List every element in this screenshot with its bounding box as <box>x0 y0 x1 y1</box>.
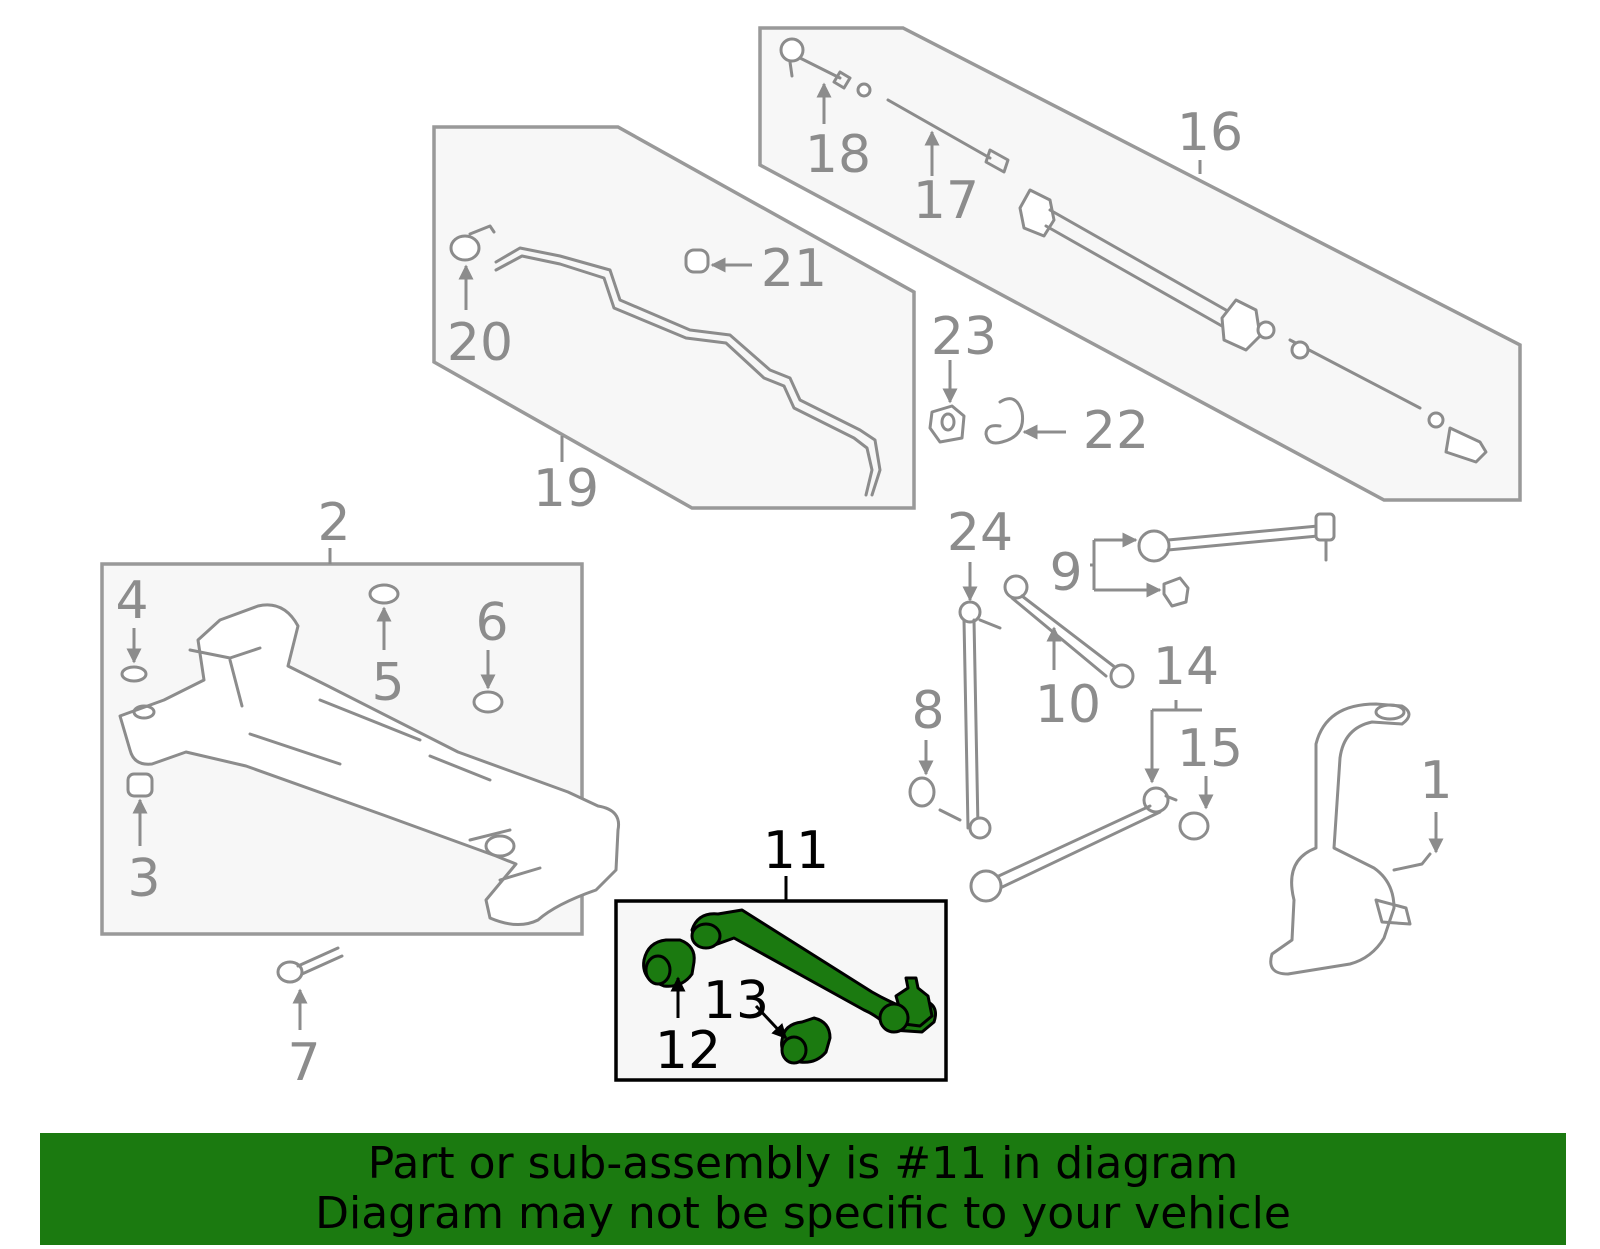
part-21-bushing[interactable] <box>684 248 752 274</box>
part-3-nut[interactable] <box>126 772 154 846</box>
part-13-bushing[interactable] <box>754 1004 832 1065</box>
part-1-knuckle[interactable] <box>1269 702 1444 976</box>
callout-17[interactable]: 17 <box>913 171 979 231</box>
callout-24[interactable]: 24 <box>947 503 1013 563</box>
callout-13[interactable]: 13 <box>703 971 769 1031</box>
part-9-lateral-link[interactable] <box>1090 512 1336 608</box>
callout-16[interactable]: 16 <box>1177 103 1243 163</box>
part-6-plug[interactable] <box>472 650 504 714</box>
callout-15[interactable]: 15 <box>1177 719 1243 779</box>
group-box-11 <box>614 876 948 1082</box>
callout-18[interactable]: 18 <box>805 125 871 185</box>
callout-22[interactable]: 22 <box>1083 401 1149 461</box>
part-14-lower-link[interactable] <box>969 700 1202 903</box>
banner-line-1: Part or sub-assembly is #11 in diagram <box>367 1138 1239 1189</box>
part-8-bushing[interactable] <box>908 740 936 808</box>
callout-3[interactable]: 3 <box>127 849 160 909</box>
callout-labels: 1 2 3 4 5 6 7 8 9 10 11 12 13 14 15 16 1… <box>115 103 1452 1093</box>
part-5-plug[interactable] <box>368 583 400 650</box>
info-banner: Part or sub-assembly is #11 in diagram D… <box>40 1133 1566 1245</box>
part-17-inner-tie-rod[interactable] <box>886 98 1010 176</box>
part-24-stabilizer-link[interactable] <box>938 562 1002 840</box>
callout-11[interactable]: 11 <box>763 821 829 881</box>
part-15-bushing[interactable] <box>1178 776 1214 841</box>
part-12-bushing[interactable] <box>642 938 696 1018</box>
part-20-bushing-clamp[interactable] <box>449 224 496 310</box>
callout-14[interactable]: 14 <box>1153 637 1219 697</box>
callout-9[interactable]: 9 <box>1049 543 1082 603</box>
callout-10[interactable]: 10 <box>1035 675 1101 735</box>
part-18-tie-rod-end[interactable] <box>779 37 872 124</box>
callout-21[interactable]: 21 <box>761 239 827 299</box>
part-16-steering-rack[interactable] <box>1018 160 1488 464</box>
group-box-16 <box>758 26 1522 502</box>
callout-6[interactable]: 6 <box>475 593 508 653</box>
callout-20[interactable]: 20 <box>447 313 513 373</box>
part-2-crossmember[interactable] <box>118 603 621 926</box>
part-7-bolt[interactable] <box>276 946 344 1030</box>
part-23-bushing[interactable] <box>928 360 966 444</box>
part-4-washer[interactable] <box>120 628 148 683</box>
part-10-upper-arm[interactable] <box>1003 574 1135 689</box>
callout-4[interactable]: 4 <box>115 571 148 631</box>
part-19-stabilizer-bar[interactable] <box>494 246 882 497</box>
callout-7[interactable]: 7 <box>287 1033 320 1093</box>
banner-line-2: Diagram may not be specific to your vehi… <box>315 1188 1291 1239</box>
group-box-19 <box>432 125 916 510</box>
part-22-bracket[interactable] <box>984 397 1066 445</box>
callout-2[interactable]: 2 <box>317 493 350 553</box>
callout-8[interactable]: 8 <box>911 681 944 741</box>
part-11-trailing-arm[interactable] <box>690 908 937 1034</box>
callout-23[interactable]: 23 <box>931 307 997 367</box>
callout-1[interactable]: 1 <box>1419 751 1452 811</box>
callout-19[interactable]: 19 <box>533 459 599 519</box>
callout-12[interactable]: 12 <box>655 1021 721 1081</box>
callout-5[interactable]: 5 <box>371 653 404 713</box>
